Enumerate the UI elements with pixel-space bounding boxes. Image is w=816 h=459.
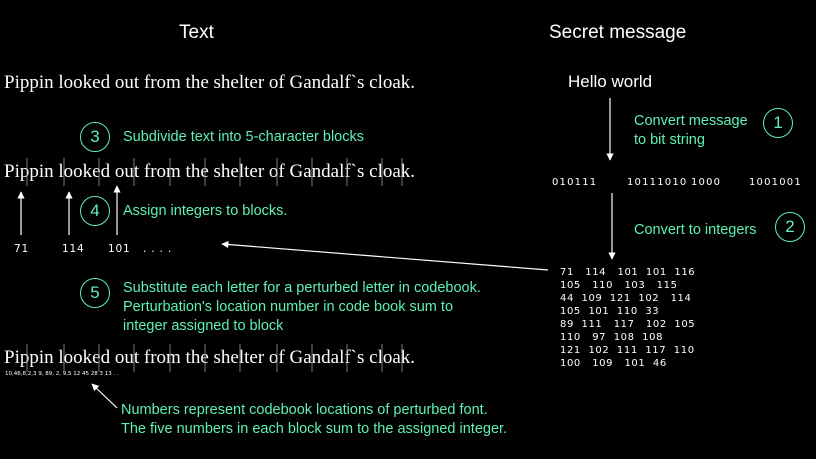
block-integer-1: 71	[14, 243, 29, 255]
bit-string-1: 10111010	[627, 177, 688, 188]
codebook-numbers: 10,46,8,2,3 9, 89, 2, 9,5 12 45 28 3 13 …	[5, 371, 119, 377]
step-2-label: Convert to integers	[634, 222, 757, 238]
integer-grid-row: 121 102 111 117 110	[560, 345, 695, 356]
secret-message-column-header: Secret message	[549, 22, 687, 43]
text-column-header: Text	[179, 22, 214, 43]
integer-grid-row: 105 110 103 115	[560, 280, 678, 291]
secret-message-text: Hello world	[568, 72, 653, 91]
bit-string-0: 010111	[552, 177, 598, 188]
step-5-label-line-1: Substitute each letter for a perturbed l…	[123, 280, 481, 296]
note-pointer-arrow	[91, 383, 118, 409]
step-5-label: Substitute each letter for a perturbed l…	[123, 279, 481, 336]
bit-string-3: 1001001	[749, 177, 802, 188]
step-4-label: Assign integers to blocks.	[123, 203, 288, 219]
step-4-badge: 4	[80, 196, 110, 226]
integer-grid-row: 110 97 108 108	[560, 332, 664, 343]
integer-grid-row: 100 109 101 46	[560, 358, 667, 369]
step-1-badge: 1	[763, 108, 793, 138]
step-5-label-line-3: integer assigned to block	[123, 318, 284, 334]
block-separators-sentence-2	[26, 158, 403, 186]
block-separators-sentence-3	[26, 344, 403, 372]
integer-grid-row: 89 111 117 102 105	[560, 319, 696, 330]
integer-grid: 71 114 101 101 116 105 110 103 115 44 10…	[560, 266, 695, 370]
integer-grid-row: 71 114 101 101 116	[560, 267, 696, 278]
block-integer-3: 101	[108, 243, 131, 255]
block-integer-ellipsis: . . . .	[143, 243, 172, 255]
codebook-note-line-2: The five numbers in each block sum to th…	[121, 421, 508, 437]
bit-string-2: 1000	[691, 177, 722, 188]
step-1-label-line-1: Convert message	[634, 113, 748, 129]
integer-grid-row: 44 109 121 102 114	[560, 293, 692, 304]
codebook-note-line-1: Numbers represent codebook locations of …	[121, 402, 488, 418]
integer-grid-row: 105 101 110 33	[560, 306, 660, 317]
integers-to-blocks-arrow	[221, 240, 549, 271]
step-3-label: Subdivide text into 5-character blocks	[123, 129, 364, 145]
step-1-label: Convert message to bit string	[634, 112, 748, 150]
step-5-label-line-2: Perturbation's location number in code b…	[123, 299, 454, 315]
step-3-badge: 3	[80, 122, 110, 152]
step-2-badge: 2	[775, 212, 805, 242]
original-sentence: Pippin looked out from the shelter of Ga…	[4, 72, 416, 93]
codebook-note: Numbers represent codebook locations of …	[121, 401, 507, 439]
step-1-label-line-2: to bit string	[634, 132, 705, 148]
step-5-badge: 5	[80, 278, 110, 308]
block-integer-2: 114	[62, 243, 85, 255]
